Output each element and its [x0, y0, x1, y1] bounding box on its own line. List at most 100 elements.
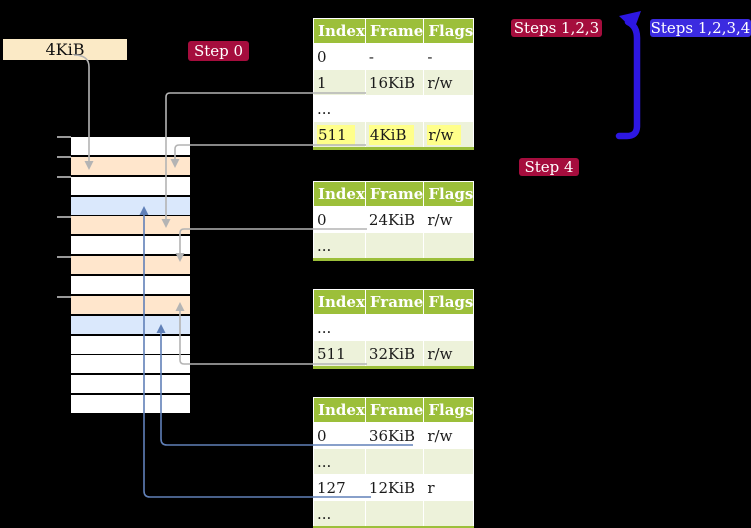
column-header-flags: Flags — [423, 289, 475, 315]
table-cell: ... — [313, 448, 366, 475]
column-header-frame: Frame — [364, 289, 425, 315]
table-cell — [423, 232, 475, 260]
table-cell: - — [364, 43, 425, 70]
table-cell — [364, 95, 425, 122]
table-cell: 12KiB — [364, 474, 425, 501]
table-row: 511 32KiB r/w — [313, 340, 475, 368]
table-cell — [364, 500, 425, 528]
column-header-frame: Frame — [364, 181, 425, 207]
step-0-badge: Step 0 — [188, 41, 249, 61]
table-cell: 24KiB — [364, 206, 425, 233]
memory-frame-row-orange — [71, 256, 190, 274]
table-row: ... — [313, 500, 475, 528]
column-header-index: Index — [313, 397, 366, 423]
cell-text: ... — [317, 504, 332, 523]
column-header-frame: Frame — [364, 18, 425, 44]
table-cell: r/w — [423, 340, 475, 368]
memory-frame-row-blue — [71, 316, 190, 334]
memory-frame-row-white — [71, 276, 190, 294]
memory-frame-row-white — [71, 395, 190, 413]
memory-frame-row-orange — [71, 157, 190, 175]
table-cell — [423, 314, 475, 341]
table-cell: 511 — [313, 121, 366, 149]
cell-text: - — [427, 47, 433, 66]
table-cell: 511 — [313, 340, 366, 368]
table-cell: r/w — [423, 206, 475, 233]
table-row: 0 36KiB r/w — [313, 422, 475, 449]
table-cell — [423, 500, 475, 528]
memory-frame-row-white — [71, 177, 190, 195]
cell-text: 12KiB — [368, 478, 416, 497]
table-cell: r/w — [423, 121, 475, 149]
table-cell: 0 — [313, 422, 366, 449]
cell-text: r/w — [427, 210, 453, 229]
steps-shortcut-arrow — [615, 11, 641, 140]
cell-text: 36KiB — [368, 426, 416, 445]
cell-text: ... — [317, 318, 332, 337]
table-cell: 16KiB — [364, 69, 425, 96]
column-header-flags: Flags — [423, 397, 475, 423]
cell-text: 32KiB — [368, 344, 416, 363]
memory-frame-row-white — [71, 236, 190, 254]
arrowhead-upleft-icon — [619, 11, 641, 30]
table-cell: ... — [313, 314, 366, 341]
table-cell: 4KiB — [364, 121, 425, 149]
memory-address-tick — [57, 136, 71, 138]
table-cell: r — [423, 474, 475, 501]
table-cell — [364, 448, 425, 475]
cell-text: 0 — [317, 210, 327, 229]
memory-column — [71, 137, 190, 416]
table-cell — [364, 232, 425, 260]
page-size-label: 4KiB — [3, 39, 127, 60]
table-cell — [423, 95, 475, 122]
table-row: ... — [313, 232, 475, 260]
cell-text: 127 — [317, 478, 346, 497]
column-header-frame: Frame — [364, 397, 425, 423]
table-cell: r/w — [423, 422, 475, 449]
cell-text: 1 — [317, 73, 327, 92]
table-cell: ... — [313, 500, 366, 528]
table-row: ... — [313, 314, 475, 341]
memory-frame-row-white — [71, 137, 190, 155]
cell-text: ... — [317, 99, 332, 118]
memory-address-tick — [57, 296, 71, 298]
cell-text: 24KiB — [368, 210, 416, 229]
cell-text: 511 — [317, 124, 355, 145]
table-row: ... — [313, 448, 475, 475]
cell-text: r/w — [427, 426, 453, 445]
column-header-flags: Flags — [423, 181, 475, 207]
table-row: 0-- — [313, 43, 475, 70]
cell-text: r/w — [427, 73, 453, 92]
memory-frame-row-orange — [71, 216, 190, 234]
table-cell: r/w — [423, 69, 475, 96]
table-cell: 127 — [313, 474, 366, 501]
memory-address-tick — [57, 176, 71, 178]
cell-text: ... — [317, 236, 332, 255]
cell-text: r/w — [427, 124, 462, 145]
memory-address-tick — [57, 216, 71, 218]
memory-frame-row-white — [71, 336, 190, 354]
steps-1234-badge: Steps 1,2,3,4 — [650, 19, 751, 37]
table-cell: 36KiB — [364, 422, 425, 449]
memory-address-tick — [57, 256, 71, 258]
memory-frame-row-orange — [71, 296, 190, 314]
memory-frame-row-blue — [71, 197, 190, 215]
cell-text: 511 — [317, 344, 346, 363]
table-cell — [364, 314, 425, 341]
table-cell: 0 — [313, 206, 366, 233]
cell-text: - — [368, 47, 374, 66]
cell-text: r/w — [427, 344, 453, 363]
table-row: 127 12KiB r — [313, 474, 475, 501]
table-cell: ... — [313, 232, 366, 260]
cell-text: 0 — [317, 426, 327, 445]
column-header-index: Index — [313, 289, 366, 315]
table-cell: 0 — [313, 43, 366, 70]
table-row: ... — [313, 95, 475, 122]
memory-address-tick — [57, 156, 71, 158]
